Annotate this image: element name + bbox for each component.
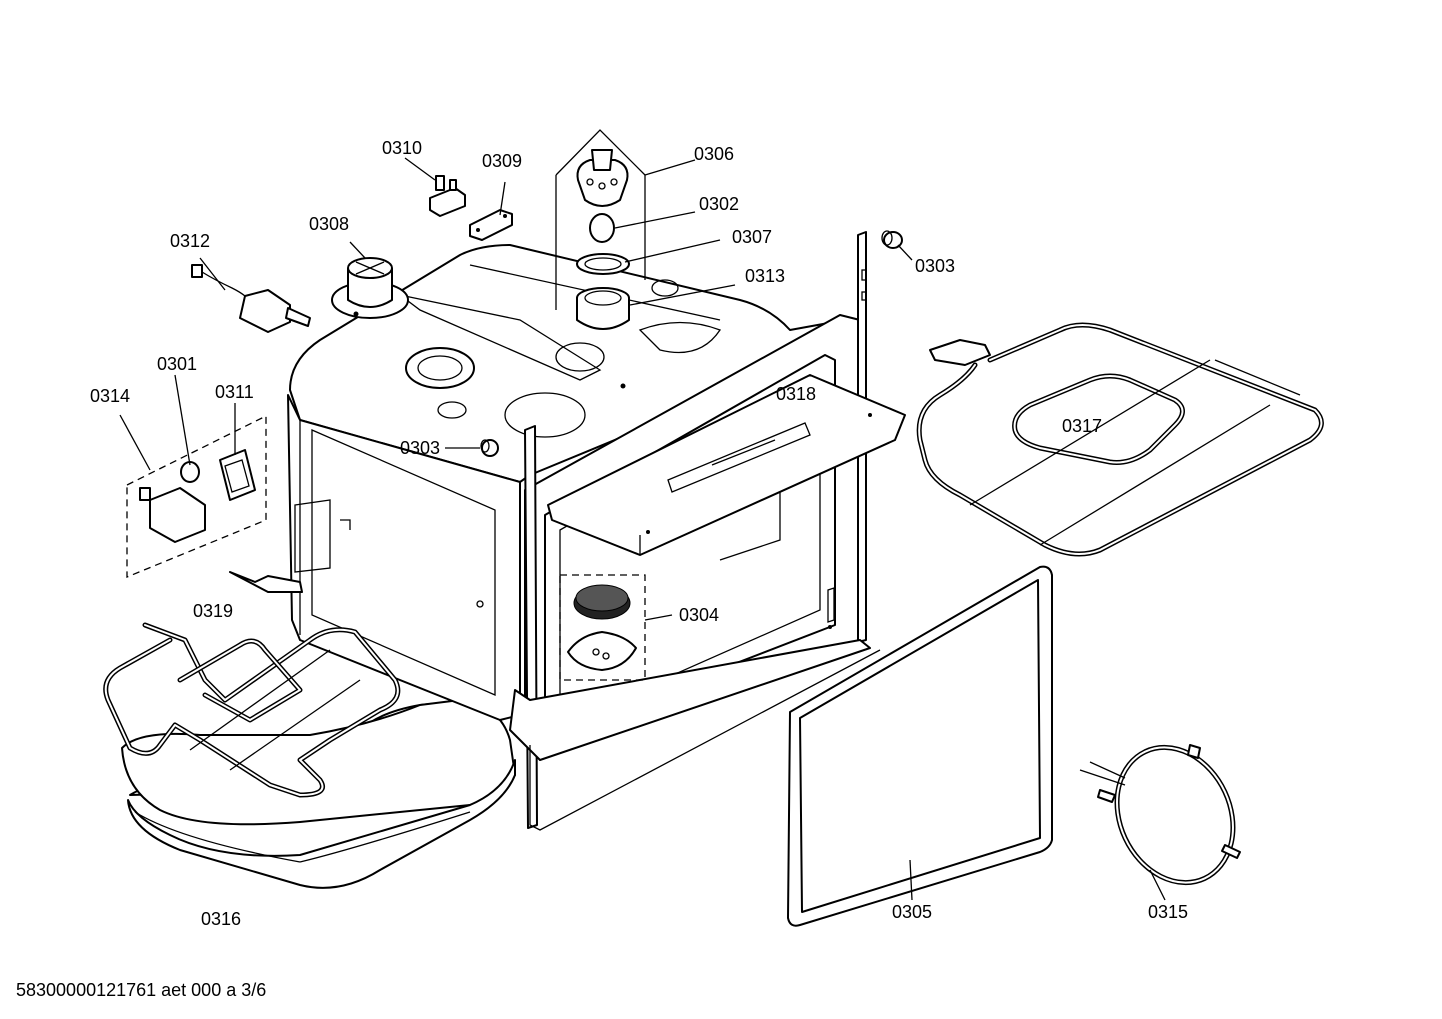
label-0304: 0304 [679, 605, 719, 625]
label-0313: 0313 [745, 266, 785, 286]
thermostat-part [429, 175, 466, 217]
label-0312: 0312 [170, 231, 210, 251]
label-0309: 0309 [482, 151, 522, 171]
label-0305: 0305 [892, 902, 932, 922]
label-0303-center: 0303 [400, 438, 440, 458]
label-0303-top: 0303 [915, 256, 955, 276]
label-0316: 0316 [201, 909, 241, 929]
bracket-part [469, 209, 513, 241]
switch-assembly-group [126, 414, 267, 578]
label-0302: 0302 [699, 194, 739, 214]
bottom-heater-part [103, 571, 401, 798]
label-0306: 0306 [694, 144, 734, 164]
label-0315: 0315 [1148, 902, 1188, 922]
label-0308: 0308 [309, 214, 349, 234]
insulation-mat-part [121, 699, 516, 889]
label-0314: 0314 [90, 386, 130, 406]
temperature-sensor-part [191, 264, 311, 333]
label-0319: 0319 [193, 601, 233, 621]
label-0310: 0310 [382, 138, 422, 158]
part-labels: 0310 0309 0306 0302 0307 0313 0308 0312 … [90, 138, 1188, 929]
knob-part-top [881, 230, 903, 249]
label-0318: 0318 [776, 384, 816, 404]
circular-heater-part [1079, 744, 1241, 886]
label-0317: 0317 [1062, 416, 1102, 436]
lamp-socket-part [555, 129, 646, 330]
door-gasket-part [787, 565, 1053, 927]
label-0301: 0301 [157, 354, 197, 374]
fan-assembly-group [559, 574, 646, 681]
leader-lines [119, 157, 1166, 901]
baffle-plate-part [547, 374, 906, 556]
vent-cap-part [331, 257, 409, 319]
grill-heater-part [916, 322, 1324, 557]
label-0307: 0307 [732, 227, 772, 247]
document-footer-code: 58300000121761 aet 000 a 3/6 [16, 980, 267, 1000]
knob-part-center [480, 439, 499, 457]
label-0311: 0311 [215, 382, 254, 402]
